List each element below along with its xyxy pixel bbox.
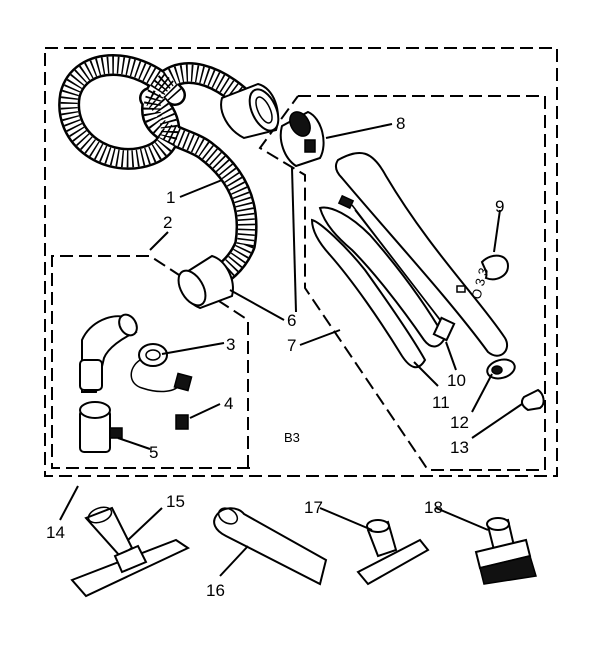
elbow-adapter: [79, 313, 138, 393]
label-part-13: 13: [450, 438, 469, 457]
wand-group-boundary: [258, 95, 546, 471]
label-part-5: 5: [149, 443, 158, 462]
label-part-16: 16: [206, 581, 225, 600]
label-part-6: 6: [287, 311, 296, 330]
clip: [480, 254, 510, 281]
ring-clip: [486, 358, 516, 380]
label-part-2: 2: [163, 213, 172, 232]
svg-text:O 3 3: O 3 3: [468, 266, 491, 301]
floor-tool: [70, 506, 191, 598]
crevice-tool: [213, 507, 328, 586]
swivel-connector: [279, 110, 325, 168]
cord-clip: [130, 343, 193, 393]
label-part-11: 11: [432, 393, 450, 412]
label-part-15: 15: [166, 492, 185, 511]
latch: [520, 388, 545, 412]
attachment-group-boundary: [51, 255, 250, 469]
label-part-8: 8: [396, 114, 405, 133]
dusting-brush: [474, 517, 537, 585]
label-part-4: 4: [224, 394, 233, 413]
label-part-1: 1: [166, 188, 175, 207]
leader-lines: [59, 123, 523, 577]
label-part-3: 3: [226, 335, 235, 354]
diagram-code: B3: [284, 430, 300, 445]
upholstery-tool: [356, 519, 430, 586]
flexible-hose: [58, 54, 280, 310]
wand-handle: O 3 3: [310, 152, 508, 369]
label-part-14: 14: [46, 523, 65, 542]
label-part-17: 17: [304, 498, 323, 517]
label-part-7: 7: [287, 336, 296, 355]
label-part-12: 12: [450, 413, 469, 432]
kit-boundary: [44, 47, 558, 477]
cylinder-nozzle: [79, 401, 123, 453]
label-part-9: 9: [495, 197, 504, 216]
label-part-18: 18: [424, 498, 443, 517]
small-block: [175, 414, 189, 430]
label-part-10: 10: [447, 371, 466, 390]
